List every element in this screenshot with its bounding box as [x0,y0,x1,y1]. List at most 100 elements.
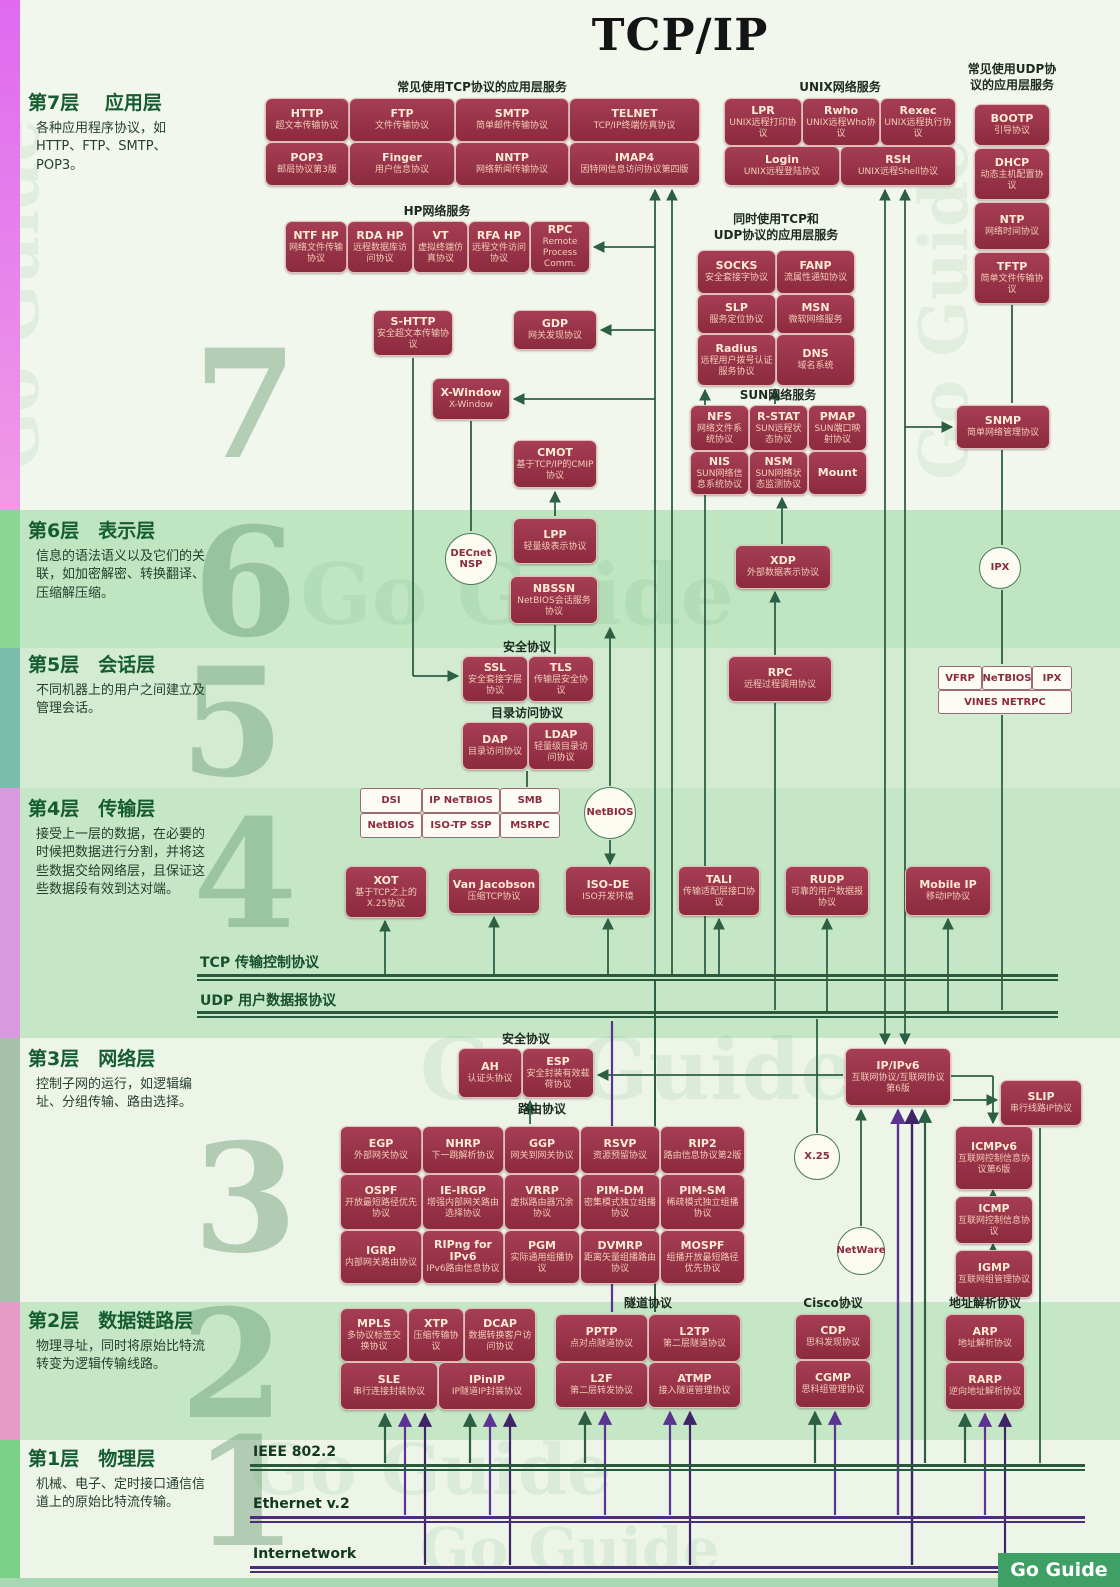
edge-strip-layer4 [0,788,20,1038]
node-mobile-ip-title: Mobile IP [919,877,977,891]
node-dvmrp-subtitle: 距离矢量组播路由协议 [583,1252,656,1274]
group-label-unix-services: UNIX网络服务 [799,80,881,94]
node-ospf-subtitle: 开放最短路径优先协议 [344,1197,417,1219]
node-pim-sm-subtitle: 稀疏模式独立组播协议 [666,1197,739,1219]
bus-line-ethernet-v2 [250,1516,1085,1519]
node-ospf-title: OSPF [364,1183,398,1197]
node-ntp-subtitle: 网络时间协议 [984,227,1039,238]
node-pmap-subtitle: SUN端口映射协议 [814,423,861,445]
node-nntp-title: NNTP [495,150,529,164]
node-nis-title: NIS [708,454,731,468]
node-iso-de-subtitle: ISO开发环境 [582,892,634,903]
node-smtp-subtitle: 简单邮件传输协议 [475,121,548,132]
node-igmp-subtitle: 互联网组管理协议 [958,1275,1031,1286]
node-mpls-subtitle: 多协议标签交换协议 [346,1330,401,1352]
node-ssl-subtitle: 安全套接字层协议 [467,674,522,696]
group-label-tcp-apps: 常见使用TCP协议的应用层服务 [397,80,567,94]
node-s-http-subtitle: 安全超文本传输协议 [376,328,449,350]
node-dcap-subtitle: 数据转换客户访问协议 [468,1330,532,1352]
node-cmot-title: CMOT [537,445,573,459]
node-rexec-title: Rexec [899,103,937,117]
node-netbios: NetBIOS [584,787,636,839]
node-msn-subtitle: 微软网络服务 [788,315,843,326]
node-ssl-title: SSL [483,660,507,674]
layer-3-name: 第3层 网络层 [28,1048,156,1070]
group-label-security-l3: 安全协议 [501,1032,550,1046]
node-ripng-title: RIPng for IPv6 [434,1237,492,1264]
node-esp-title: ESP [546,1054,570,1068]
node-xdp-title: XDP [770,553,796,567]
node-bootp-subtitle: 引导协议 [993,126,1030,137]
node-ipinip-title: IPinIP [469,1372,505,1386]
node-rudp-subtitle: 可靠的用户数据报协议 [790,886,863,908]
group-label-security-l5: 安全协议 [502,640,551,654]
node-gdp-subtitle: 网关发现协议 [527,331,582,342]
bus-line-internetwork [250,1566,1085,1569]
node-pop3-subtitle: 邮局协议第3版 [277,165,337,176]
node-l2f-subtitle: 第二层转发协议 [569,1386,633,1397]
node-dcap-title: DCAP [483,1316,517,1330]
node-pptp-title: PPTP [585,1324,618,1338]
group-label-cisco: Cisco协议 [803,1296,863,1310]
node-tali-title: TALI [705,872,733,886]
node-lpr-subtitle: UNIX远程打印协议 [729,117,797,139]
node-dns-title: DNS [802,346,829,360]
node-nis-subtitle: SUN网络信息系统协议 [696,468,743,490]
bus-line-tcp-secondary [197,979,1058,981]
bus-line-tcp [197,974,1058,977]
node-dap-subtitle: 目录访问协议 [467,747,522,758]
layer-2-number: 2 [180,1277,285,1453]
node-ntf-hp-title: NTF HP [293,228,339,242]
group-label-sun-services: SUN网络服务 [739,388,817,402]
node-finger-title: Finger [382,150,422,164]
node-vrrp-subtitle: 虚拟路由器冗余协议 [510,1197,574,1219]
layer-7-number: 7 [193,317,298,493]
layer-3-label: 第3层 网络层控制子网的运行，如逻辑编址、分组传输、路由选择。 [28,1044,210,1113]
node-rarp-title: RARP [968,1372,1002,1386]
node-imap4-subtitle: 因特网信息访问协议第四版 [580,165,689,176]
layer-4-description: 接受上一层的数据，在必要的时候把数据进行分割，并将这些数据交给网络层，且保证这些… [36,827,206,898]
node-xot-title: XOT [373,873,399,887]
bus-line-ieee-8022 [250,1464,1085,1467]
node-login-title: Login [764,152,800,166]
layer-5-name: 第5层 会话层 [28,654,156,676]
node-nfs-title: NFS [707,409,732,423]
node-ipx-vines: IPX [1032,666,1072,690]
node-radius-subtitle: 远程用户拨号认证服务协议 [700,355,773,377]
edge-strip-layer5 [0,648,20,788]
node-finger-subtitle: 用户信息协议 [374,165,429,176]
node-ntp-title: NTP [999,212,1025,226]
node-ftp-title: FTP [390,106,414,120]
layer-4-name: 第4层 传输层 [28,798,156,820]
node-lpp-subtitle: 轻量级表示协议 [523,542,587,553]
node-ipinip-subtitle: IP隧道IP封装协议 [451,1387,523,1398]
node-smb: SMB [500,788,560,813]
node-x25: X.25 [794,1134,840,1180]
